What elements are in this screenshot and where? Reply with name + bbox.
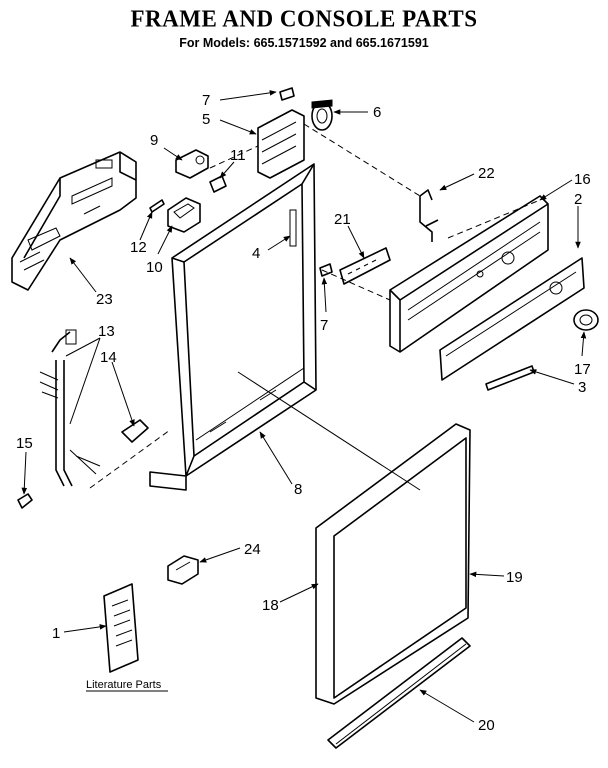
callout-5: 5 <box>202 111 210 128</box>
callout-2: 2 <box>574 191 582 208</box>
callout-18: 18 <box>262 597 279 614</box>
callout-20: 20 <box>478 717 495 734</box>
callout-11: 11 <box>230 147 246 164</box>
callout-8: 8 <box>294 481 302 498</box>
literature-label: Literature Parts <box>86 679 162 691</box>
callout-6: 6 <box>373 104 381 121</box>
callout-12: 12 <box>130 239 147 256</box>
part-7-screw-top <box>279 87 295 101</box>
part-9-clip <box>175 149 209 179</box>
callout-7-mid: 7 <box>320 317 328 334</box>
part-10-bracket <box>167 197 201 233</box>
part-5-switch <box>257 109 305 179</box>
part-19-panel <box>315 423 471 705</box>
part-17-knob <box>573 309 599 331</box>
part-18-panel <box>333 437 467 699</box>
callout-labels: 7 5 6 9 11 22 16 2 21 4 12 10 23 7 13 14… <box>16 92 591 734</box>
part-12-clip <box>149 199 165 213</box>
callout-14: 14 <box>100 349 117 366</box>
callout-22: 22 <box>478 165 495 182</box>
callout-19: 19 <box>506 569 523 586</box>
leader-lines <box>21 90 587 723</box>
part-22-wire <box>419 189 439 242</box>
callout-1: 1 <box>52 625 60 642</box>
diagram-subtitle: For Models: 665.1571592 and 665.1671591 <box>179 36 429 50</box>
part-6-knob <box>311 99 333 131</box>
assembly-lines <box>89 123 541 489</box>
callout-4: 4 <box>252 245 260 262</box>
part-3-strip <box>485 365 535 391</box>
part-1-literature <box>103 583 139 673</box>
part-11-clip <box>209 175 227 193</box>
part-23-bracket <box>11 151 137 291</box>
callout-21: 21 <box>334 211 351 228</box>
callout-7-top: 7 <box>202 92 210 109</box>
part-4-frame <box>149 163 317 491</box>
callout-13: 13 <box>98 323 115 340</box>
part-21-lens <box>339 247 391 285</box>
part-24-clip <box>167 555 199 585</box>
part-7-screw-mid <box>319 263 333 277</box>
part-2-panel <box>439 257 585 381</box>
part-16-console <box>389 195 549 353</box>
part-13-harness <box>39 329 101 487</box>
callout-17: 17 <box>574 361 591 378</box>
callout-24: 24 <box>244 541 261 558</box>
part-14-switch <box>121 419 149 443</box>
callout-3: 3 <box>578 379 586 396</box>
callout-23: 23 <box>96 291 113 308</box>
part-20-trim <box>327 637 471 749</box>
callout-15: 15 <box>16 435 33 452</box>
callout-16: 16 <box>574 171 591 188</box>
callout-10: 10 <box>146 259 163 276</box>
diagram-title: FRAME AND CONSOLE PARTS <box>130 5 478 32</box>
callout-9: 9 <box>150 132 158 149</box>
part-15-screw <box>17 493 33 509</box>
